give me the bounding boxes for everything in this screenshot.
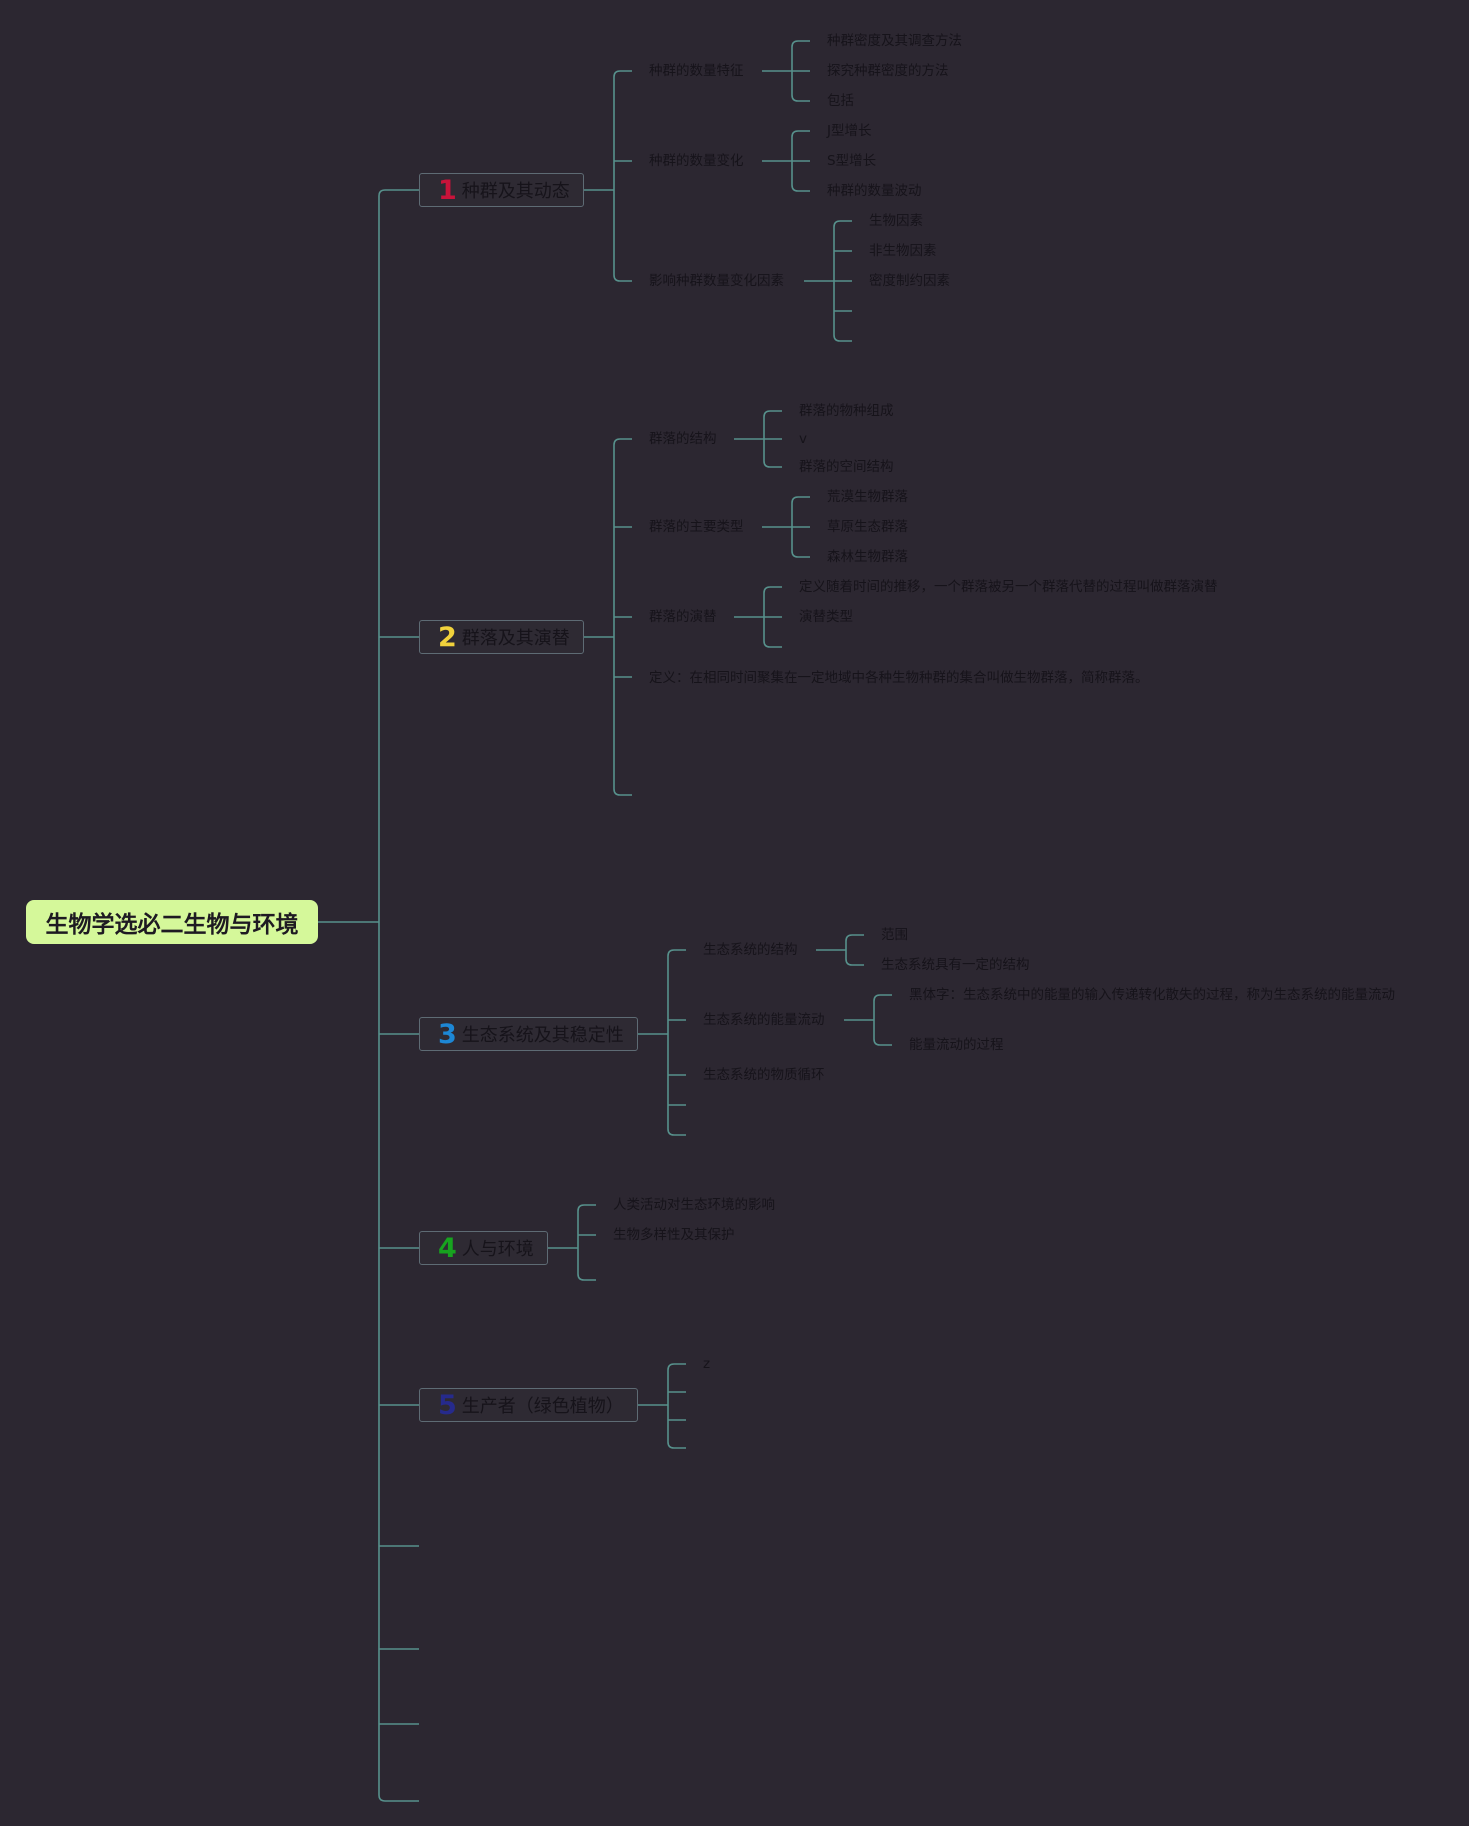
leaf-density-method[interactable]: 探究种群密度的方法 xyxy=(827,63,949,79)
t4-branch xyxy=(577,1273,596,1281)
topic-title-3: 生态系统及其稳定性 xyxy=(461,1025,624,1046)
leaf-grassland[interactable]: 草原生态群落 xyxy=(827,519,908,535)
topic-node-3[interactable]: 3 生态系统及其稳定性 xyxy=(419,1017,638,1051)
leaf-scope[interactable]: 范围 xyxy=(881,927,908,943)
subtopic-population-change[interactable]: 种群的数量变化 xyxy=(649,153,744,169)
subtopic-energy-flow[interactable]: 生态系统的能量流动 xyxy=(703,1012,825,1028)
topic-number-2: 2 xyxy=(438,621,457,653)
leaf-includes[interactable]: 包括 xyxy=(827,93,854,109)
t3c2-branch xyxy=(873,994,892,1002)
topic-title-1: 种群及其动态 xyxy=(461,181,570,202)
subtopic-influencing-factors[interactable]: 影响种群数量变化因素 xyxy=(649,273,784,289)
subtopic-population-features[interactable]: 种群的数量特征 xyxy=(649,63,744,79)
t1c2-branch xyxy=(791,130,810,138)
subtopic-community-types[interactable]: 群落的主要类型 xyxy=(649,519,744,535)
leaf-energy-definition[interactable]: 黑体字：生态系统中的能量的输入传递转化散失的过程，称为生态系统的能量流动 xyxy=(909,987,1395,1003)
t1c3-branch xyxy=(833,334,852,342)
leaf-density-survey[interactable]: 种群密度及其调查方法 xyxy=(827,33,962,49)
topic-node-1[interactable]: 1 种群及其动态 xyxy=(419,173,584,207)
leaf-fluctuation[interactable]: 种群的数量波动 xyxy=(827,183,922,199)
leaf-j-growth[interactable]: J型增长 xyxy=(827,123,872,139)
t3-branch xyxy=(667,1128,686,1136)
root-branch xyxy=(378,1794,419,1802)
t1c1-branch xyxy=(791,94,810,102)
t4-branch xyxy=(577,1204,596,1212)
topic-number-4: 4 xyxy=(438,1232,457,1264)
leaf-species-composition[interactable]: 群落的物种组成 xyxy=(799,403,894,419)
leaf-succession-definition[interactable]: 定义随着时间的推移，一个群落被另一个群落代替的过程叫做群落演替 xyxy=(799,579,1218,595)
t1c1-branch xyxy=(791,40,810,48)
leaf-biotic-factors[interactable]: 生物因素 xyxy=(869,213,923,229)
t1-branch xyxy=(613,274,632,282)
topic-title-5: 生产者（绿色植物） xyxy=(461,1396,624,1417)
leaf-certain-structure[interactable]: 生态系统具有一定的结构 xyxy=(881,957,1030,973)
t1-branch xyxy=(613,70,632,78)
t2-branch xyxy=(613,438,632,446)
t2c2-branch xyxy=(791,550,810,558)
t2c3-branch xyxy=(763,640,782,648)
t2c2-branch xyxy=(791,496,810,504)
leaf-biodiversity[interactable]: 生物多样性及其保护 xyxy=(613,1227,735,1243)
leaf-forest[interactable]: 森林生物群落 xyxy=(827,549,908,565)
t3c2-branch xyxy=(873,1038,892,1046)
topic-number-1: 1 xyxy=(438,174,457,206)
subtopic-ecosystem-structure[interactable]: 生态系统的结构 xyxy=(703,942,798,958)
t3c1-branch xyxy=(845,958,864,966)
root-branch xyxy=(378,189,419,197)
topic-number-3: 3 xyxy=(438,1018,457,1050)
topic-number-5: 5 xyxy=(438,1389,457,1421)
leaf-human-impact[interactable]: 人类活动对生态环境的影响 xyxy=(613,1197,775,1213)
t5-branch xyxy=(667,1441,686,1449)
leaf-abiotic-factors[interactable]: 非生物因素 xyxy=(869,243,937,259)
topic-node-2[interactable]: 2 群落及其演替 xyxy=(419,620,584,654)
leaf-spatial-structure[interactable]: 群落的空间结构 xyxy=(799,459,894,475)
subtopic-community-definition[interactable]: 定义：在相同时间聚集在一定地域中各种生物种群的集合叫做生物群落，简称群落。 xyxy=(649,670,1149,686)
t1c2-branch xyxy=(791,184,810,192)
topic-node-5[interactable]: 5 生产者（绿色植物） xyxy=(419,1388,638,1422)
leaf-density-dependent[interactable]: 密度制约因素 xyxy=(869,273,950,289)
topic-title-2: 群落及其演替 xyxy=(461,628,570,649)
subtopic-matter-cycle[interactable]: 生态系统的物质循环 xyxy=(703,1067,825,1083)
leaf-succession-types[interactable]: 演替类型 xyxy=(799,609,853,625)
leaf-energy-process[interactable]: 能量流动的过程 xyxy=(909,1037,1004,1053)
root-node[interactable]: 生物学选必二生物与环境 xyxy=(26,900,318,944)
subtopic-succession[interactable]: 群落的演替 xyxy=(649,609,717,625)
root-title: 生物学选必二生物与环境 xyxy=(45,912,299,938)
t2-branch xyxy=(613,788,632,796)
t2c3-branch xyxy=(763,586,782,594)
t2c1-branch xyxy=(763,460,782,468)
subtopic-community-structure[interactable]: 群落的结构 xyxy=(649,431,717,447)
t3-branch xyxy=(667,949,686,957)
t2c1-branch xyxy=(763,410,782,418)
leaf-s-growth[interactable]: S型增长 xyxy=(827,153,877,169)
leaf-v[interactable]: v xyxy=(799,431,807,447)
leaf-z[interactable]: z xyxy=(703,1356,711,1372)
topic-node-4[interactable]: 4 人与环境 xyxy=(419,1231,548,1265)
t5-branch xyxy=(667,1363,686,1371)
t1c3-branch xyxy=(833,220,852,228)
leaf-desert[interactable]: 荒漠生物群落 xyxy=(827,489,908,505)
t3c1-branch xyxy=(845,934,864,942)
topic-title-4: 人与环境 xyxy=(461,1239,534,1260)
